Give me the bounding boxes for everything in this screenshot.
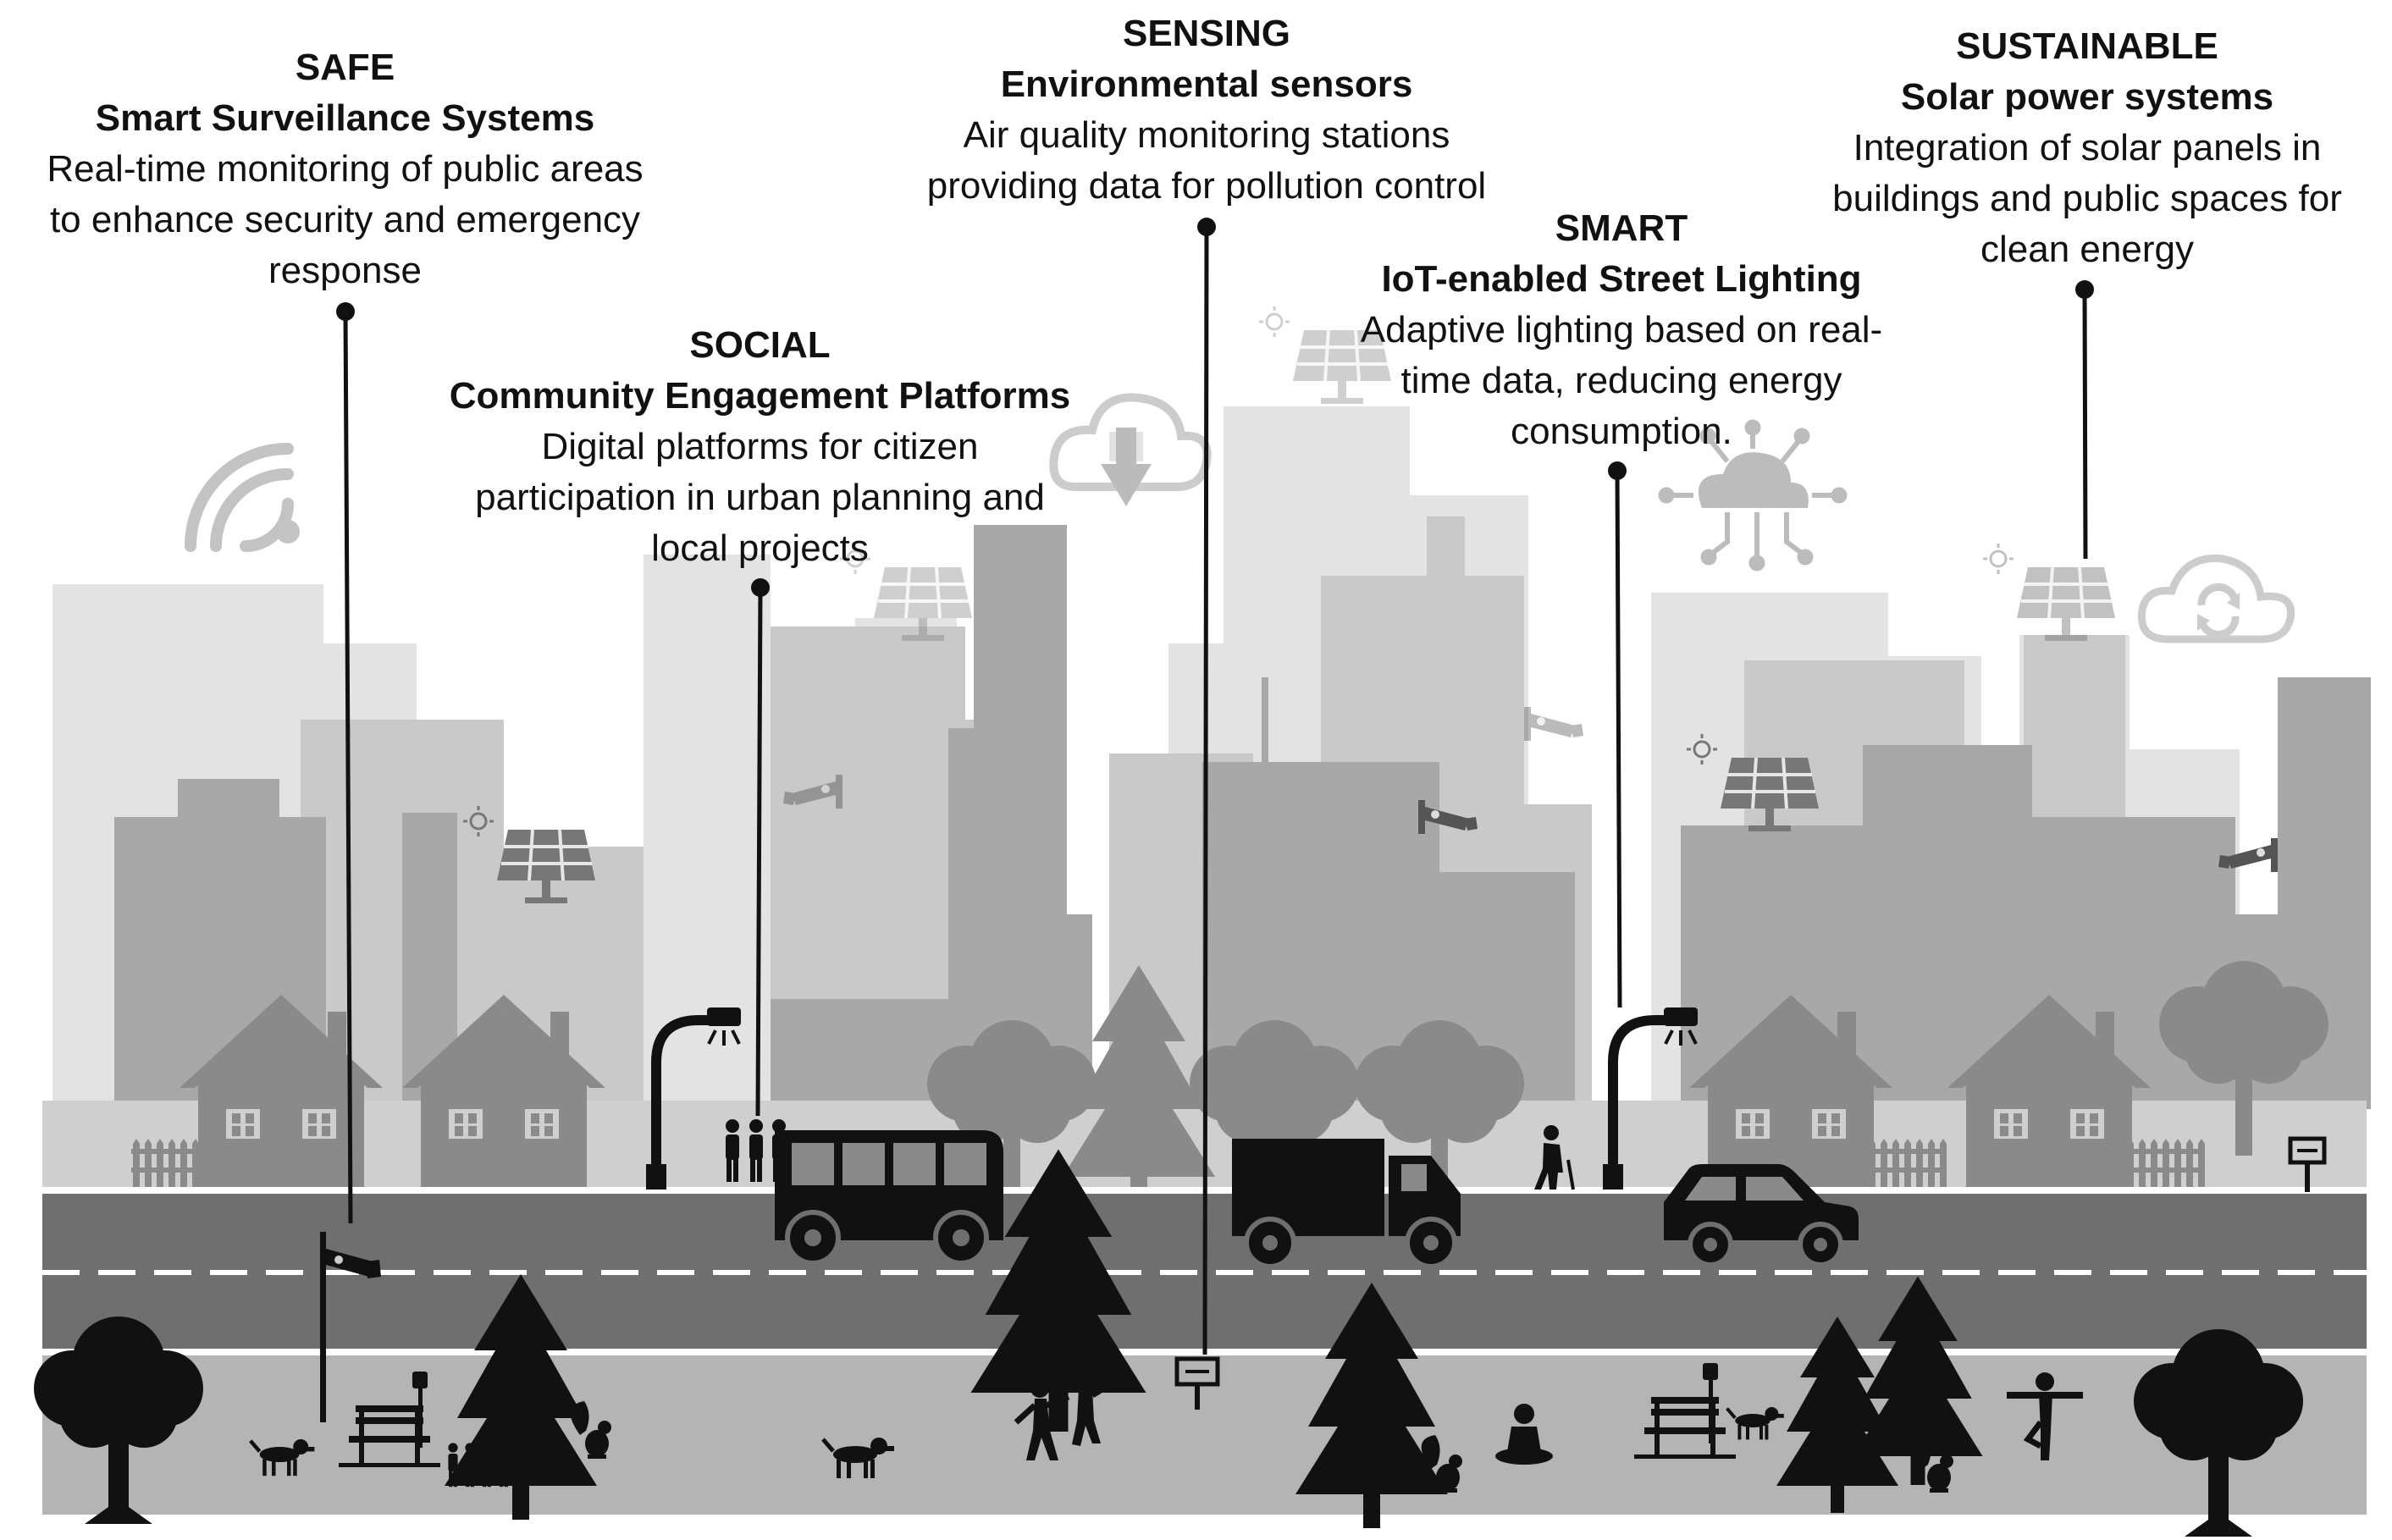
callout-social: SOCIAL Community Engagement Platforms Di… (406, 320, 1113, 574)
callout-description: Integration of solar panels in buildings… (1832, 127, 2342, 270)
callout-title: Solar power systems (1900, 76, 2274, 118)
callout-leader-dots (336, 218, 2094, 597)
callout-description: Real-time monitoring of public areas to … (47, 148, 644, 291)
callout-title: IoT-enabled Street Lighting (1381, 258, 1862, 300)
callout-category: SAFE (295, 47, 395, 88)
bus-icon (775, 1130, 1003, 1266)
park-lamp-icon (412, 1363, 1718, 1448)
meditating-person-icon (1495, 1404, 1553, 1465)
callout-title: Environmental sensors (1000, 63, 1413, 105)
yoga-person-icon (2007, 1372, 2083, 1460)
callout-description: Digital platforms for citizen participat… (475, 426, 1045, 569)
callout-description: Air quality monitoring stations providin… (926, 114, 1487, 207)
callout-sensing: SENSING Environmental sensors Air qualit… (864, 8, 1550, 212)
car-icon (1664, 1164, 1859, 1267)
truck-icon (1232, 1139, 1461, 1269)
callout-category: SUSTAINABLE (1956, 25, 2218, 67)
cloud-iot-icon (1658, 419, 1848, 571)
wifi-icon (185, 443, 300, 552)
callout-leader-lines (343, 226, 2088, 1355)
callout-safe: SAFE Smart Surveillance Systems Real-tim… (0, 42, 690, 296)
cctv-pole (320, 1232, 381, 1422)
elderly-person-icon (1534, 1125, 1575, 1190)
cloud-sync-icon (2137, 554, 2295, 643)
callout-title: Smart Surveillance Systems (95, 97, 595, 139)
callout-title: Community Engagement Platforms (449, 375, 1071, 417)
callout-description: Adaptive lighting based on real- time da… (1360, 309, 1883, 452)
sensor-sign-icon (1174, 1356, 1220, 1410)
signboard-icon (2288, 1136, 2327, 1192)
cctv-camera-icon (1524, 707, 1583, 741)
callout-sustainable: SUSTAINABLE Solar power systems Integrat… (1791, 21, 2384, 275)
dancing-people-icon (1014, 1369, 1111, 1460)
callout-smart: SMART IoT-enabled Street Lighting Adapti… (1317, 203, 1926, 457)
solar-panel-icon (1981, 542, 2117, 643)
callout-category: SOCIAL (689, 324, 831, 366)
callout-category: SMART (1555, 207, 1688, 249)
callout-category: SENSING (1122, 13, 1291, 54)
